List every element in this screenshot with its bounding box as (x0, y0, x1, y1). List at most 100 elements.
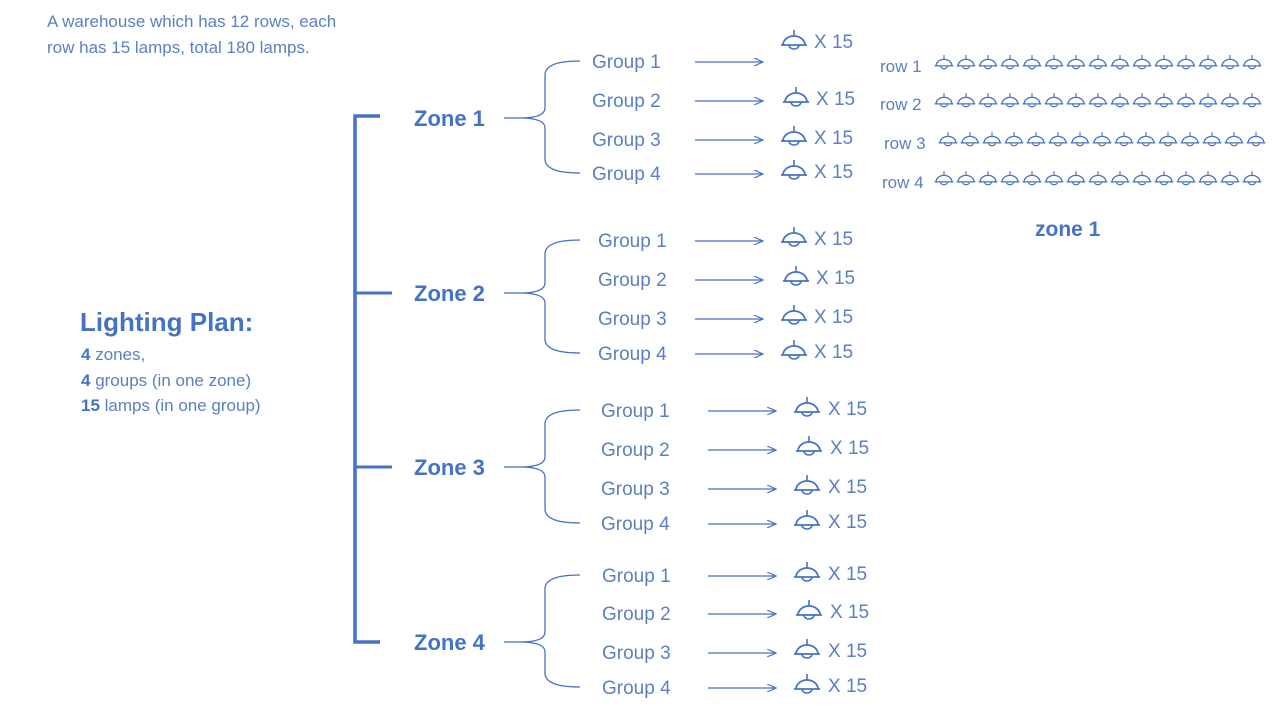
ceiling-lamp-icon (1044, 171, 1064, 186)
ceiling-lamp-icon (1092, 132, 1112, 147)
group-entry: Group 3 X 15 (602, 639, 867, 664)
ceiling-lamp-icon (1044, 93, 1064, 108)
ceiling-lamp-icon (1132, 55, 1152, 70)
group-entry: Group 3 X 15 (601, 475, 867, 500)
row-3: row 3 (884, 132, 1266, 153)
ceiling-lamp-icon (1180, 132, 1200, 147)
ceiling-lamp-icon (1022, 171, 1042, 186)
ceiling-lamp-icon (1044, 55, 1064, 70)
ceiling-lamp-icon (1000, 93, 1020, 108)
lamp-count-label: X 15 (828, 477, 867, 498)
ceiling-lamp-icon (1026, 132, 1046, 147)
group-label: Group 3 (602, 643, 671, 664)
ceiling-lamp-icon (934, 171, 954, 186)
lamp-count-label: X 15 (830, 602, 869, 623)
group-label: Group 3 (598, 309, 667, 330)
lamp-count-label: X 15 (814, 128, 853, 149)
ceiling-lamp-icon (1220, 93, 1240, 108)
ceiling-lamp-icon (956, 55, 976, 70)
ceiling-lamp-icon (1022, 55, 1042, 70)
ceiling-lamp-icon (1242, 171, 1262, 186)
ceiling-lamp-icon (1000, 55, 1020, 70)
ceiling-lamp-icon (1198, 55, 1218, 70)
plan-line-text: groups (in one zone) (90, 371, 251, 390)
row-label: row 1 (880, 57, 922, 76)
ceiling-lamp-icon (781, 227, 807, 247)
main-bracket (353, 114, 380, 644)
lamp-count-label: X 15 (828, 512, 867, 533)
lamp-count-label: X 15 (814, 342, 853, 363)
plan-line-number: 15 (81, 396, 100, 415)
row-2: row 2 (880, 93, 1262, 114)
ceiling-lamp-icon (796, 436, 822, 456)
lamp-count-label: X 15 (828, 641, 867, 662)
plan-line-3: 15 lamps (in one group) (81, 396, 261, 415)
ceiling-lamp-icon (1088, 55, 1108, 70)
ceiling-lamp-icon (1066, 171, 1086, 186)
ceiling-lamp-icon (1066, 55, 1086, 70)
ceiling-lamp-icon (1242, 93, 1262, 108)
ceiling-lamp-icon (956, 93, 976, 108)
lamp-count-label: X 15 (814, 162, 853, 183)
row-label: row 3 (884, 134, 926, 153)
ceiling-lamp-icon (796, 600, 822, 620)
lamp-count-label: X 15 (830, 438, 869, 459)
group-label: Group 4 (601, 514, 670, 535)
intro-line-1: A warehouse which has 12 rows, each (47, 12, 336, 31)
ceiling-lamp-icon (1022, 93, 1042, 108)
group-label: Group 3 (592, 130, 661, 151)
row-label: row 4 (882, 173, 924, 192)
group-label: Group 3 (601, 479, 670, 500)
ceiling-lamp-icon (1202, 132, 1222, 147)
row-label: row 2 (880, 95, 922, 114)
intro-line-2: row has 15 lamps, total 180 lamps. (47, 38, 310, 57)
ceiling-lamp-icon (1132, 93, 1152, 108)
ceiling-lamp-icon (956, 171, 976, 186)
ceiling-lamp-icon (794, 674, 820, 694)
ceiling-lamp-icon (781, 305, 807, 325)
curly-brace (519, 574, 581, 688)
ceiling-lamp-icon (1110, 55, 1130, 70)
group-label: Group 4 (602, 678, 671, 699)
group-label: Group 1 (601, 401, 670, 422)
zone-label: Zone 1 (414, 106, 485, 131)
group-entry: Group 3 X 15 (592, 126, 853, 151)
curly-brace (519, 409, 581, 524)
zone-label: Zone 2 (414, 281, 485, 306)
ceiling-lamp-icon (1110, 93, 1130, 108)
ceiling-lamp-icon (1132, 171, 1152, 186)
zone-label: Zone 4 (414, 630, 486, 655)
ceiling-lamp-icon (1176, 171, 1196, 186)
ceiling-lamp-icon (978, 93, 998, 108)
plan-line-number: 4 (81, 345, 91, 364)
ceiling-lamp-icon (1154, 171, 1174, 186)
zone-label: Zone 3 (414, 455, 485, 480)
group-entry: Group 4 X 15 (601, 510, 867, 535)
group-label: Group 2 (598, 270, 667, 291)
lamp-count-label: X 15 (828, 564, 867, 585)
ceiling-lamp-icon (1198, 93, 1218, 108)
plan-line-1: 4 zones, (81, 345, 145, 364)
ceiling-lamp-icon (1136, 132, 1156, 147)
group-entry: Group 1X 15 (592, 30, 853, 73)
lamp-count-label: X 15 (814, 229, 853, 250)
lamp-count-label: X 15 (814, 32, 853, 53)
row-4: row 4 (882, 171, 1262, 192)
group-label: Group 2 (592, 91, 661, 112)
ceiling-lamp-icon (982, 132, 1002, 147)
ceiling-lamp-icon (1154, 93, 1174, 108)
ceiling-lamp-icon (1088, 93, 1108, 108)
ceiling-lamp-icon (1246, 132, 1266, 147)
ceiling-lamp-icon (1114, 132, 1134, 147)
ceiling-lamp-icon (978, 55, 998, 70)
ceiling-lamp-icon (1176, 55, 1196, 70)
